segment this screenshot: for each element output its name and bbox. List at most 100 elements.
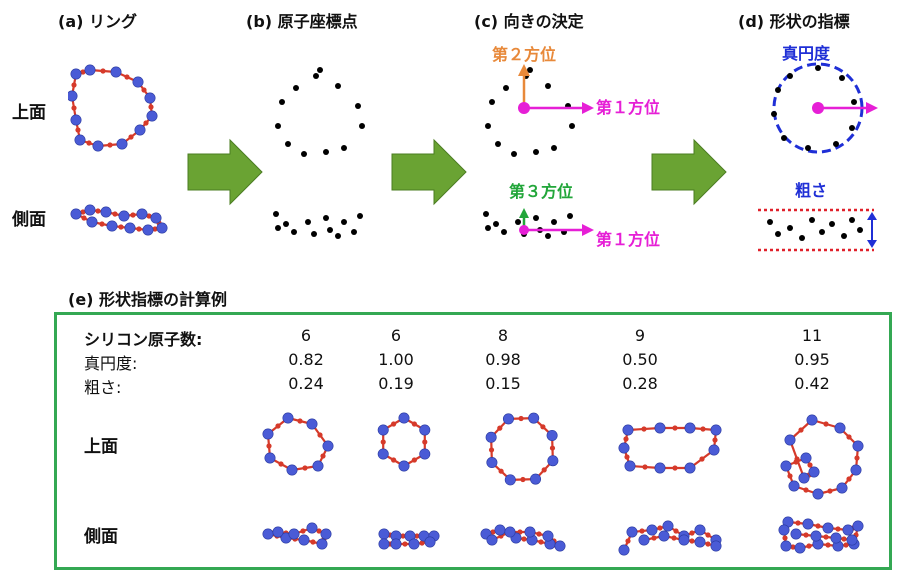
coordinate-point bbox=[293, 85, 299, 91]
panel-d-title: (d) 形状の指標 bbox=[738, 12, 850, 31]
coordinate-point bbox=[313, 73, 319, 79]
view-top-label: 上面 bbox=[84, 437, 118, 457]
panel-e-title: (e) 形状指標の計算例 bbox=[68, 290, 228, 309]
silicon-atom bbox=[70, 68, 82, 80]
bridge-atom bbox=[80, 69, 86, 75]
axis2-label: 第２方位 bbox=[492, 45, 557, 64]
silicon-atom bbox=[100, 206, 112, 218]
panel-d-metrics bbox=[758, 62, 878, 252]
bridge-atom bbox=[130, 212, 136, 218]
coordinate-point bbox=[771, 111, 777, 117]
silicon-atom bbox=[92, 140, 104, 152]
silicon-atom bbox=[70, 114, 82, 126]
silicon-atom bbox=[136, 208, 148, 220]
coordinate-point bbox=[839, 75, 845, 81]
bridge-atom bbox=[80, 209, 86, 215]
coordinate-point bbox=[501, 229, 507, 235]
bridge-atom bbox=[100, 68, 106, 74]
center-marker bbox=[812, 102, 824, 114]
bridge-atom bbox=[81, 215, 87, 221]
coordinate-point bbox=[767, 219, 773, 225]
silicon-atom bbox=[150, 212, 162, 224]
coordinate-point bbox=[493, 221, 499, 227]
silicon-atom bbox=[132, 76, 144, 88]
cell-atoms-1: 6 bbox=[300, 326, 312, 345]
ring-top-view bbox=[68, 64, 158, 152]
coordinate-point bbox=[809, 217, 815, 223]
bridge-atom bbox=[107, 142, 113, 148]
axis1-arrowhead bbox=[582, 102, 594, 114]
cell-atoms-4: 9 bbox=[634, 326, 646, 345]
coordinate-point bbox=[341, 219, 347, 225]
coordinate-point bbox=[833, 141, 839, 147]
coordinate-point bbox=[351, 229, 357, 235]
coordinate-point bbox=[305, 219, 311, 225]
points-top-view bbox=[275, 67, 365, 157]
ring-side-view bbox=[70, 204, 168, 236]
header-atom-count: シリコン原子数: bbox=[84, 330, 203, 349]
coordinate-point bbox=[285, 141, 291, 147]
coordinate-point bbox=[787, 225, 793, 231]
cell-roughness-5: 0.42 bbox=[794, 374, 830, 393]
coordinate-point bbox=[849, 217, 855, 223]
silicon-atom bbox=[110, 66, 122, 78]
bridge-atom bbox=[124, 74, 130, 80]
coordinate-point bbox=[533, 149, 539, 155]
coordinate-point bbox=[275, 123, 281, 129]
coordinate-point bbox=[545, 83, 551, 89]
axis3-label: 第３方位 bbox=[509, 182, 574, 201]
cell-roughness-3: 0.15 bbox=[485, 374, 521, 393]
coordinate-point bbox=[857, 227, 863, 233]
bridge-atom bbox=[136, 226, 142, 232]
center-marker bbox=[518, 102, 530, 114]
silicon-atom bbox=[106, 220, 118, 232]
coordinate-point bbox=[787, 73, 793, 79]
ring-a-side bbox=[70, 204, 168, 236]
process-arrow-3 bbox=[651, 138, 727, 206]
coordinate-point bbox=[495, 141, 501, 147]
coordinate-point bbox=[503, 85, 509, 91]
cell-atoms-5: 11 bbox=[801, 326, 823, 345]
coordinate-point bbox=[551, 145, 557, 151]
panel-c-orientation bbox=[483, 64, 594, 239]
bridge-atom bbox=[148, 104, 154, 110]
silicon-atom bbox=[134, 124, 146, 136]
coordinate-point bbox=[317, 67, 323, 73]
coordinate-point bbox=[775, 87, 781, 93]
bridge-atom bbox=[86, 140, 92, 146]
coordinate-point bbox=[357, 213, 363, 219]
panel-a-ring-figure bbox=[68, 64, 168, 236]
axis1-side-arrowhead bbox=[582, 224, 594, 236]
coordinate-point bbox=[311, 231, 317, 237]
bridge-atom bbox=[146, 213, 152, 219]
panel-c-title: (c) 向きの決定 bbox=[474, 12, 584, 31]
coordinate-point bbox=[799, 235, 805, 241]
silicon-atom bbox=[144, 92, 156, 104]
bridge-atom bbox=[71, 82, 77, 88]
cell-atoms-3: 8 bbox=[497, 326, 509, 345]
silicon-atom bbox=[70, 208, 82, 220]
process-arrow-2 bbox=[391, 138, 467, 206]
silicon-atom bbox=[68, 90, 78, 102]
coordinate-point bbox=[291, 229, 297, 235]
axis2-arrowhead bbox=[518, 64, 530, 76]
cell-circularity-5: 0.95 bbox=[794, 350, 830, 369]
silicon-atom bbox=[84, 64, 96, 76]
coordinate-point bbox=[485, 225, 491, 231]
roughness-label: 粗さ bbox=[795, 181, 828, 200]
radius-arrowhead bbox=[866, 102, 878, 114]
coordinate-point bbox=[805, 145, 811, 151]
coordinate-point bbox=[515, 219, 521, 225]
coordinate-point bbox=[483, 211, 489, 217]
coordinate-point bbox=[283, 221, 289, 227]
process-arrow-1 bbox=[187, 138, 263, 206]
header-roughness: 粗さ: bbox=[84, 378, 122, 397]
coordinate-point bbox=[323, 149, 329, 155]
cell-circularity-2: 1.00 bbox=[378, 350, 414, 369]
bridge-atom bbox=[152, 226, 158, 232]
coordinate-point bbox=[327, 227, 333, 233]
points-side-view bbox=[273, 211, 363, 239]
coordinate-point bbox=[781, 135, 787, 141]
silicon-atom bbox=[142, 224, 154, 236]
points-top-view bbox=[485, 67, 575, 157]
